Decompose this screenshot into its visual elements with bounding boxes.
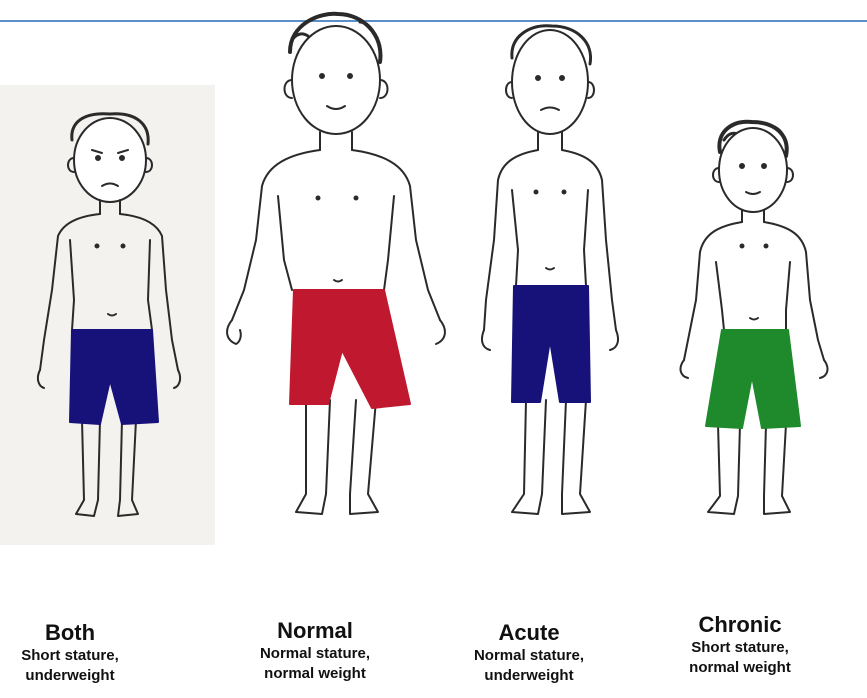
head [719,128,787,212]
figure-normal [227,14,445,514]
ear [285,80,293,98]
chest-dot [741,245,744,248]
figure-chronic [681,122,828,514]
navel [334,280,342,282]
caption-title: Both [0,620,165,646]
legs [512,400,590,514]
caption-title: Chronic [645,612,835,638]
caption-line1: Short stature, [0,646,165,666]
caption-normal: Normal Normal stature, normal weight [220,618,410,684]
head [292,26,380,134]
torso [512,190,588,286]
chest-dot [535,191,538,194]
navel [546,268,554,270]
caption-title: Acute [434,620,624,646]
ear [380,80,388,98]
caption-acute: Acute Normal stature, underweight [434,620,624,686]
eye [536,76,540,80]
caption-line2: normal weight [220,664,410,684]
caption-both: Both Short stature, underweight [0,620,165,686]
chest-dot [355,197,358,200]
shorts [512,286,590,402]
caption-chronic: Chronic Short stature, normal weight [645,612,835,678]
eye [762,164,766,168]
chest-dot [317,197,320,200]
eye [320,74,324,78]
caption-line2: underweight [0,666,165,686]
torso [278,196,394,290]
caption-line2: normal weight [645,658,835,678]
figure-acute [482,26,618,514]
shorts [706,330,800,428]
eye [348,74,352,78]
legs [296,400,378,514]
caption-line2: underweight [434,666,624,686]
navel [750,318,758,320]
eye [740,164,744,168]
eye [120,156,124,160]
caption-line1: Normal stature, [220,644,410,664]
caption-line1: Short stature, [645,638,835,658]
chest-dot [563,191,566,194]
head [512,30,588,134]
eye [96,156,100,160]
head [74,118,146,202]
chest-dot [765,245,768,248]
eye [560,76,564,80]
caption-title: Normal [220,618,410,644]
chest-dot [96,245,99,248]
shorts [290,290,410,408]
chest-dot [122,245,125,248]
caption-line1: Normal stature, [434,646,624,666]
legs [708,424,790,514]
